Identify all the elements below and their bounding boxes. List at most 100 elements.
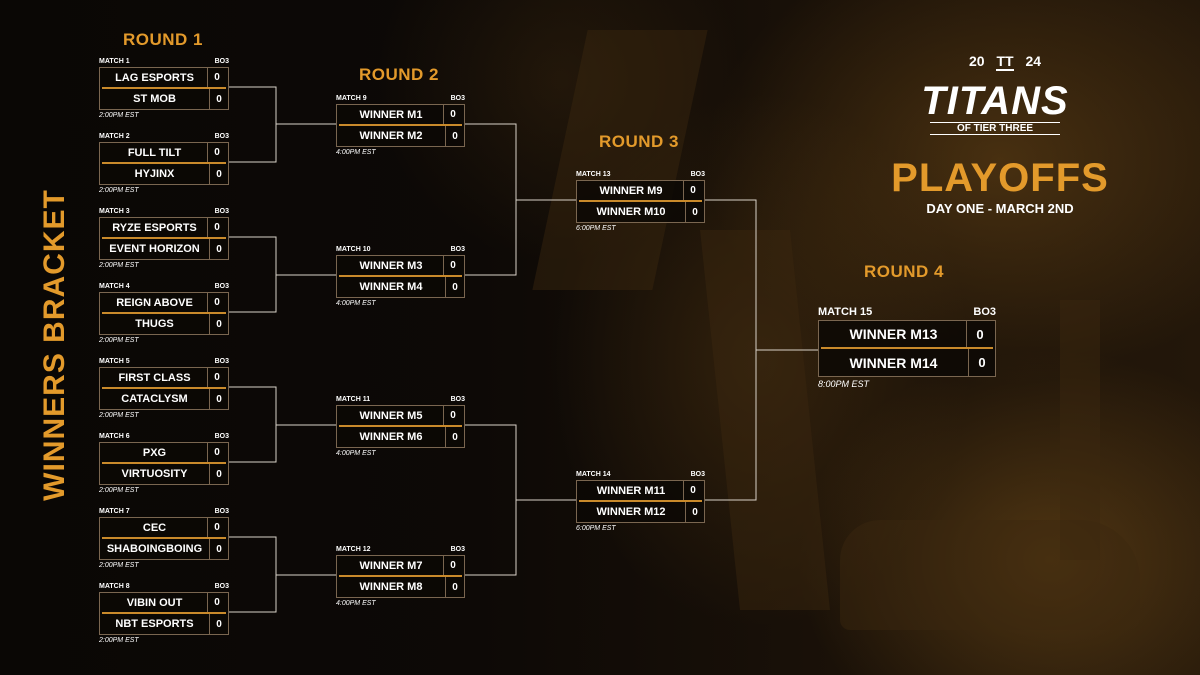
match-format: BO3 [450,396,465,403]
team-score: 0 [209,389,228,409]
connector-m5-m6 [229,386,277,463]
match-header: MATCH 8 BO3 [99,582,229,591]
team-name: VIBIN OUT [126,596,183,609]
round-2-title: ROUND 2 [359,65,440,84]
team-score: 0 [207,218,226,237]
match-format: BO3 [214,433,229,440]
event-title: PLAYOFFS [891,156,1109,200]
match-format: BO3 [450,246,465,253]
logo-year: 20 TT 24 [950,53,1060,71]
match-time: 2:00PM EST [99,262,139,269]
team-name: WINNER M13 [849,326,938,342]
match-label: MATCH 7 [99,508,130,515]
match-time: 4:00PM EST [336,600,376,607]
team-name: WINNER M6 [359,431,423,443]
match-format: BO3 [450,95,465,102]
match-time: 6:00PM EST [576,225,616,232]
team-score: 0 [966,321,993,347]
team-score: 0 [209,464,228,484]
winners-bracket-label: WINNERS BRACKET [38,189,71,501]
team-row-1: WINNER M13 0 [821,321,993,349]
match-format: BO3 [973,306,996,318]
team-name: WINNER M11 [596,484,666,497]
connector-m3-m4 [229,236,277,313]
match-label: MATCH 11 [336,396,371,403]
team-score: 0 [207,68,226,87]
match-format: BO3 [690,171,705,178]
team-row-1: WINNER M3 0 [339,256,462,277]
team-name: WINNER M8 [359,581,423,593]
match-label: MATCH 9 [336,95,367,102]
logo-year-left: 20 [968,53,985,69]
team-score: 0 [968,349,995,376]
team-score: 0 [445,126,464,146]
team-name: WINNER M3 [359,259,423,272]
team-name: WINNER M10 [596,206,666,218]
sword-icon: TT [996,53,1014,71]
team-score: 0 [209,539,228,559]
match-label: MATCH 8 [99,583,130,590]
team-score: 0 [209,314,228,334]
round-1-title: ROUND 1 [123,30,204,49]
team-name: WINNER M2 [359,130,423,142]
team-score: 0 [443,406,462,425]
background-silhouette [840,520,1140,630]
match-time: 2:00PM EST [99,637,139,644]
team-score: 0 [207,143,226,162]
match-format: BO3 [214,583,229,590]
team-name: VIRTUOSITY [121,468,188,480]
match-label: MATCH 12 [336,546,371,553]
team-score: 0 [443,256,462,275]
team-name: RYZE ESPORTS [112,221,197,234]
team-score: 0 [207,443,226,462]
connector-m7-m8 [229,536,277,613]
match-time: 4:00PM EST [336,300,376,307]
match-label: MATCH 3 [99,208,130,215]
match-label: MATCH 10 [336,246,371,253]
team-score: 0 [445,577,464,597]
team-row-2: WINNER M8 0 [337,577,464,597]
match-time: 2:00PM EST [99,562,139,569]
team-score: 0 [685,202,704,222]
team-name: REIGN ABOVE [116,296,193,309]
match-label: MATCH 14 [576,471,611,478]
match-format: BO3 [690,471,705,478]
team-score: 0 [445,277,464,297]
team-score: 0 [209,164,228,184]
match-time: 6:00PM EST [576,525,616,532]
match-label: MATCH 1 [99,58,130,65]
team-score: 0 [685,502,704,522]
